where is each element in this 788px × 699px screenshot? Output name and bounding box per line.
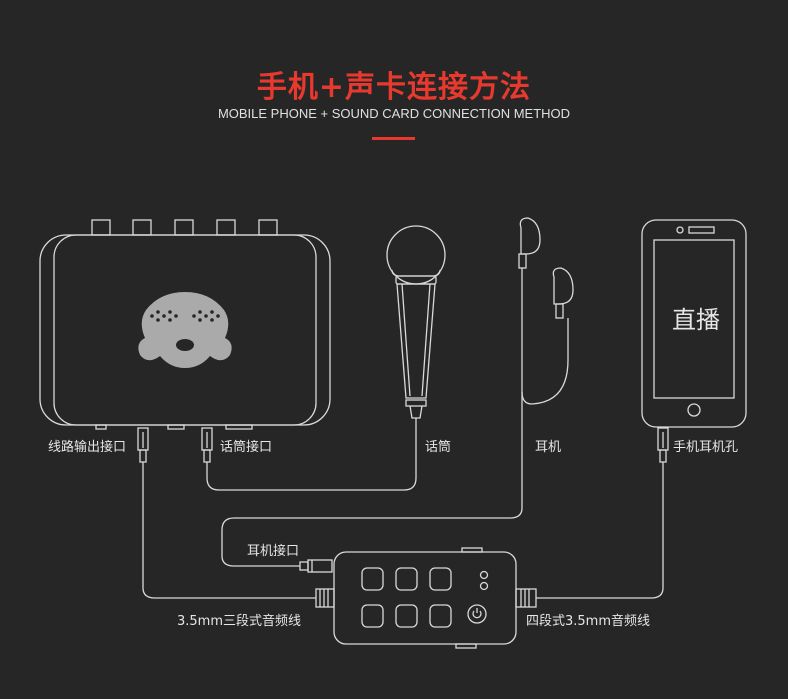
label-mic-port: 话筒接口 [220,440,273,455]
label-cable-4seg: 四段式3.5mm音频线 [526,614,651,629]
sound-card-knobs [91,219,278,236]
mic-port-plug [201,427,213,463]
mascot-face [138,292,232,368]
microphone [386,225,446,419]
cables [142,268,664,599]
label-earphone-port: 耳机接口 [247,544,300,559]
page-title: 手机+声卡连接方法 [256,70,532,105]
page-subtitle: MOBILE PHONE + SOUND CARD CONNECTION MET… [217,106,571,121]
left-cable-connector [315,588,335,608]
phone [641,219,747,428]
earphones [518,217,574,319]
label-mic: 话筒 [425,440,452,455]
phone-screen-text: 直播 [672,306,720,334]
line-out-plug [137,427,149,463]
label-earphones: 耳机 [535,440,562,455]
title-underline [372,137,415,140]
label-phone-jack: 手机耳机孔 [673,440,739,455]
phone-jack-plug [657,427,669,463]
right-cable-connector [515,588,537,608]
label-line-out: 线路输出接口 [48,440,127,455]
sound-card-device [39,219,331,430]
earphone-port-plug [299,559,333,573]
label-cable-3seg: 3.5mm三段式音频线 [177,614,302,629]
control-console [299,547,537,649]
